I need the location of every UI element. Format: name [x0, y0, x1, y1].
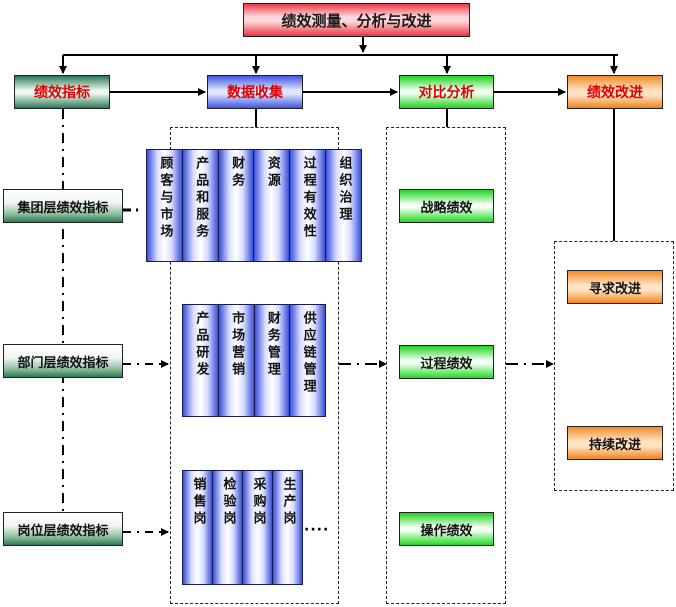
- header-improvement: 绩效改进: [567, 75, 663, 109]
- collection-container: [170, 127, 339, 604]
- collection-column: 生产岗: [273, 471, 302, 584]
- collection-column: 过程有效性: [290, 150, 327, 261]
- collection-column: 检验岗: [213, 471, 243, 584]
- analysis-container: [386, 127, 506, 604]
- analysis-process: 过程绩效: [399, 345, 494, 379]
- collection-column: 组织治理: [326, 150, 361, 261]
- collection-column: 产品研发: [183, 305, 219, 416]
- collection-column: 销售岗: [183, 471, 213, 584]
- header-collection: 数据收集: [207, 75, 303, 109]
- collection-group-corporate: 顾客与市场 产品和服务 财务 资源 过程有效性 组织治理: [146, 149, 362, 262]
- improvement-continuous: 持续改进: [567, 426, 663, 460]
- improvement-seek: 寻求改进: [567, 270, 663, 304]
- analysis-strategic: 战略绩效: [399, 189, 494, 223]
- collection-column: 顾客与市场: [147, 150, 183, 261]
- collection-column: 采购岗: [243, 471, 273, 584]
- title-box: 绩效测量、分析与改进: [243, 3, 470, 37]
- collection-group-position: 销售岗 检验岗 采购岗 生产岗: [182, 470, 303, 585]
- continuation-dots: ····: [304, 522, 330, 538]
- level-department-indicator: 部门层绩效指标: [3, 344, 123, 378]
- level-position-indicator: 岗位层绩效指标: [3, 512, 123, 546]
- header-analysis: 对比分析: [399, 75, 494, 109]
- collection-group-department: 产品研发 市场营销 财务管理 供应链管理: [182, 304, 326, 417]
- collection-column: 财务管理: [254, 305, 291, 416]
- collection-column: 资源: [254, 150, 291, 261]
- header-indicators: 绩效指标: [14, 75, 110, 109]
- collection-column: 供应链管理: [290, 305, 325, 416]
- collection-column: 市场营销: [218, 305, 255, 416]
- collection-column: 财务: [218, 150, 255, 261]
- improvement-container: [554, 241, 674, 491]
- level-group-indicator: 集团层绩效指标: [3, 189, 123, 223]
- collection-column: 产品和服务: [182, 150, 219, 261]
- analysis-operation: 操作绩效: [399, 512, 494, 546]
